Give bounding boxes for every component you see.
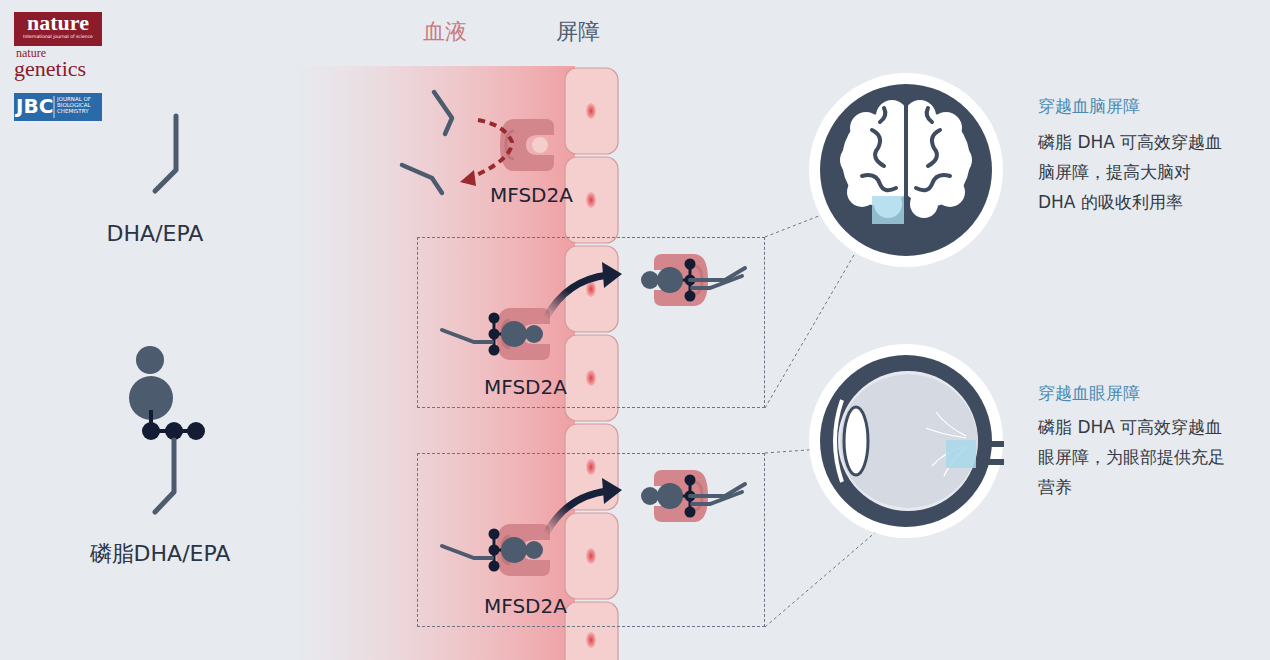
molecule-label: DHA/EPA [40, 220, 270, 249]
logo-text: genetics [14, 58, 86, 80]
region-label: 屏障 [556, 18, 600, 47]
transporter-label: MFSD2A [484, 374, 567, 400]
transport-region: MFSD2A [417, 453, 765, 627]
heading: 穿越血脑屏障 [1038, 95, 1140, 117]
transporter-label: MFSD2A [490, 182, 573, 208]
description: 磷脂 DHA 可高效穿越血脑屏障，提高大脑对 DHA 的吸收利用率 [1038, 128, 1228, 217]
heading: 穿越血眼屏障 [1038, 382, 1140, 404]
logo-text: JBC [16, 95, 53, 118]
transport-region: MFSD2A [417, 237, 765, 408]
description: 磷脂 DHA 可高效穿越血眼屏障，为眼部提供充足营养 [1038, 413, 1228, 502]
molecule-label: 磷脂DHA/EPA [20, 540, 300, 569]
logo-text: nature [14, 12, 102, 34]
logo-subtitle: JOURNAL OF BIOLOGICAL CHEMISTRY [57, 96, 101, 114]
region-label: 血液 [423, 18, 467, 47]
transporter-label: MFSD2A [484, 593, 567, 619]
logo-subtitle: International journal of science [14, 35, 102, 40]
